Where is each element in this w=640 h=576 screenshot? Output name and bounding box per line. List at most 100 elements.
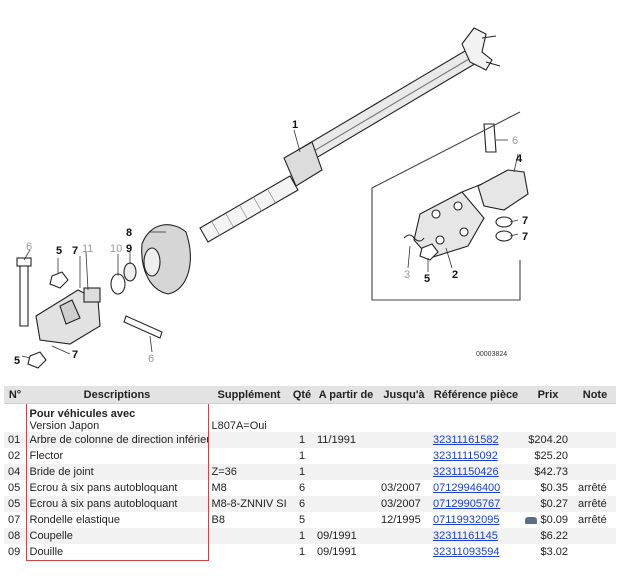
callout-8: 8 <box>126 227 132 239</box>
table-row: 08 Coupelle 1 09/1991 32311161145 $6.22 <box>4 528 616 544</box>
table-header-row: N° Descriptions Supplément Qté A partir … <box>4 386 616 404</box>
cell-from <box>314 512 378 528</box>
cell-part-ref: 07119932095 <box>430 512 522 528</box>
callout-6-left: 6 <box>26 241 32 253</box>
cell-to: 03/2007 <box>378 480 430 496</box>
cell-description: Flector <box>25 448 209 464</box>
cell-qty: 6 <box>290 480 314 496</box>
cell-note <box>574 448 616 464</box>
cell-part-ref: 32311161582 <box>430 432 522 448</box>
cell-price: $0.27 <box>522 496 574 512</box>
callout-2: 2 <box>452 269 458 281</box>
cell-num: 09 <box>4 544 26 561</box>
header-description: Descriptions <box>26 386 208 404</box>
part-ref-link[interactable]: 32311161145 <box>433 530 498 542</box>
cell-qty: 1 <box>290 448 314 464</box>
cell-qty: 1 <box>290 432 314 448</box>
table-row-group: Pour véhicules avec Version Japon L807A=… <box>4 403 616 432</box>
cell-supplement <box>208 528 290 544</box>
cell-num: 07 <box>4 512 26 528</box>
cell-price: $0.09 <box>522 512 574 528</box>
cell-price: $3.02 <box>522 544 574 561</box>
cell-supplement <box>208 448 290 464</box>
header-note: Note <box>574 386 616 404</box>
cell-supplement: L807A=Oui <box>208 403 290 432</box>
cell-price: $0.35 <box>522 480 574 496</box>
cell-to: 12/1995 <box>378 512 430 528</box>
cell-part-ref: 32311161145 <box>430 528 522 544</box>
cell-description: Pour véhicules avec Version Japon <box>25 403 209 432</box>
callout-9: 9 <box>126 243 132 255</box>
header-supplement: Supplément <box>208 386 290 404</box>
parts-table-container: N° Descriptions Supplément Qté A partir … <box>4 386 616 561</box>
cell-price: $204.20 <box>522 432 574 448</box>
cell-part-ref: 32311093594 <box>430 544 522 561</box>
price-value: $0.09 <box>540 514 568 526</box>
cell-note <box>574 528 616 544</box>
header-to: Jusqu'à <box>378 386 430 404</box>
cell-part-ref: 07129946400 <box>430 480 522 496</box>
header-price: Prix <box>522 386 574 404</box>
cell-supplement: M8-8-ZNNIV SI <box>208 496 290 512</box>
cell-num: 04 <box>4 464 26 480</box>
cell-from: 09/1991 <box>314 544 378 561</box>
callout-6-right: 6 <box>512 135 518 147</box>
cell-part-ref: 32311150426 <box>430 464 522 480</box>
callout-5-right: 5 <box>424 273 430 285</box>
cell-to <box>378 464 430 480</box>
group-subtitle: Version Japon <box>29 420 100 432</box>
exploded-view-drawing: 1 2 3 4 5 5 5 6 6 6 7 7 7 7 8 9 10 11 00… <box>14 27 529 369</box>
part-ref-link[interactable]: 32311150426 <box>433 466 499 478</box>
callout-7-right-a: 7 <box>522 215 528 227</box>
car-icon[interactable] <box>525 516 538 524</box>
cell-qty: 1 <box>290 528 314 544</box>
part-ref-link[interactable]: 32311161582 <box>433 434 499 446</box>
cell-price: $42.73 <box>522 464 574 480</box>
cell-description: Arbre de colonne de direction inférieur <box>25 432 209 448</box>
cell-to <box>378 448 430 464</box>
header-from: A partir de <box>314 386 378 404</box>
cell-from <box>314 448 378 464</box>
diagram-code: 00003824 <box>476 351 507 358</box>
cell-qty: 1 <box>290 464 314 480</box>
cell-price: $6.22 <box>522 528 574 544</box>
table-row: 09 Douille 1 09/1991 32311093594 $3.02 <box>4 544 616 561</box>
parts-table: N° Descriptions Supplément Qté A partir … <box>4 386 616 561</box>
cell-description: Rondelle elastique <box>25 512 209 528</box>
table-row: 04 Bride de joint Z=36 1 32311150426 $42… <box>4 464 616 480</box>
part-ref-link[interactable]: 32311093594 <box>433 546 500 559</box>
cell-qty: 5 <box>290 512 314 528</box>
cell-supplement: Z=36 <box>208 464 290 480</box>
cell-note <box>574 464 616 480</box>
cell-price: $25.20 <box>522 448 574 464</box>
table-row: 02 Flector 1 32311115092 $25.20 <box>4 448 616 464</box>
header-part-ref: Référence pièce <box>430 386 522 404</box>
cell-to <box>378 432 430 448</box>
callout-3: 3 <box>404 269 410 281</box>
header-num: N° <box>4 386 26 404</box>
table-row: 05 Ecrou à six pans autobloquant M8 6 03… <box>4 480 616 496</box>
part-ref-link[interactable]: 07129905767 <box>433 498 501 510</box>
cell-note: arrêté <box>574 480 616 496</box>
cell-from <box>314 496 378 512</box>
cell-description: Bride de joint <box>25 464 209 480</box>
callout-7-bottom: 7 <box>72 349 78 361</box>
cell-from <box>314 480 378 496</box>
part-ref-link[interactable]: 07119932095 <box>433 514 500 526</box>
cell-description: Ecrou à six pans autobloquant <box>25 480 209 496</box>
cell-num: 01 <box>4 432 26 448</box>
cell-from: 11/1991 <box>314 432 378 448</box>
part-ref-link[interactable]: 32311115092 <box>433 450 498 462</box>
header-qty: Qté <box>290 386 314 404</box>
cell-num <box>4 403 26 432</box>
cell-description: Ecrou à six pans autobloquant <box>25 496 209 512</box>
cell-supplement: B8 <box>208 512 290 528</box>
part-ref-link[interactable]: 07129946400 <box>433 482 501 494</box>
callout-5-bottom: 5 <box>14 355 20 367</box>
cell-part-ref: 07129905767 <box>430 496 522 512</box>
cell-from <box>314 464 378 480</box>
cell-description: Coupelle <box>25 528 209 544</box>
table-row: 01 Arbre de colonne de direction inférie… <box>4 432 616 448</box>
cell-qty: 1 <box>290 544 314 561</box>
cell-to: 03/2007 <box>378 496 430 512</box>
